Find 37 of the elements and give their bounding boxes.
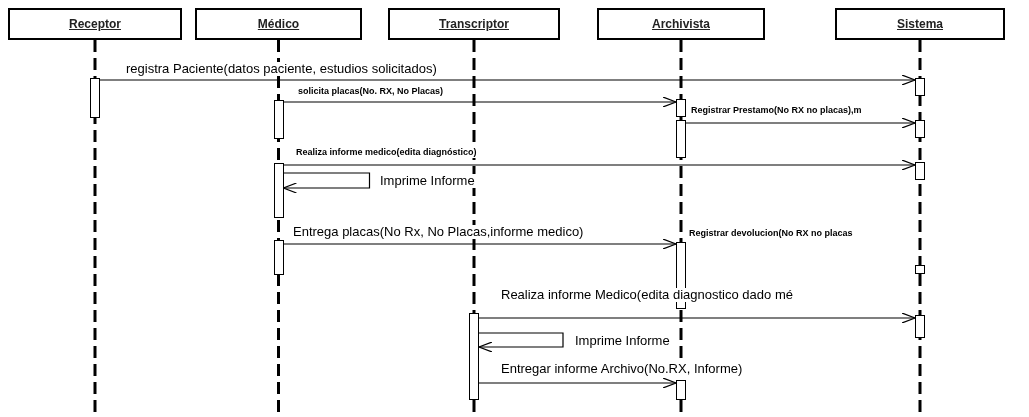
self-message-arrow <box>282 172 371 194</box>
activation-bar <box>915 78 925 96</box>
message-label: Registrar devolucion(No RX no placas <box>688 229 854 239</box>
activation-bar <box>90 78 100 118</box>
message-label: Registrar Prestamo(No RX no placas),m <box>690 106 863 116</box>
activation-bar <box>676 120 686 158</box>
message-arrow <box>478 377 677 389</box>
activation-bar <box>273 240 284 275</box>
participant-box: Transcriptor <box>388 8 560 40</box>
message-label: Imprime Informe <box>574 334 671 349</box>
message-label: solicita placas(No. RX, No Placas) <box>297 87 445 97</box>
activation-bar <box>676 380 686 400</box>
message-label: Realiza informe medico(edita diagnóstico) <box>295 148 478 158</box>
activation-bar <box>915 315 925 338</box>
self-message-arrow <box>478 332 564 353</box>
activation-bar <box>469 313 479 400</box>
participant-box: Médico <box>195 8 362 40</box>
activation-bar <box>273 163 284 218</box>
message-label: registra Paciente(datos paciente, estudios solicitados) <box>125 62 438 77</box>
activation-bar <box>915 120 925 138</box>
message-arrow <box>282 159 916 171</box>
participant-box: Archivista <box>597 8 765 40</box>
activation-bar <box>676 99 686 117</box>
activation-bar <box>273 100 284 139</box>
participant-box: Receptor <box>8 8 182 40</box>
message-arrow <box>282 96 677 108</box>
message-arrow <box>478 312 916 324</box>
participant-box: Sistema <box>835 8 1005 40</box>
message-arrow <box>685 117 916 129</box>
message-label: Imprime Informe <box>379 174 476 189</box>
message-arrow <box>99 74 916 86</box>
message-arrow <box>282 238 677 250</box>
message-label: Entregar informe Archivo(No.RX, Informe) <box>500 362 744 377</box>
message-label: Entrega placas(No Rx, No Placas,informe medico) <box>292 225 585 240</box>
activation-bar <box>915 162 925 180</box>
activation-bar <box>915 265 925 274</box>
message-label: Realiza informe Medico(edita diagnostico dado mé <box>500 288 794 303</box>
